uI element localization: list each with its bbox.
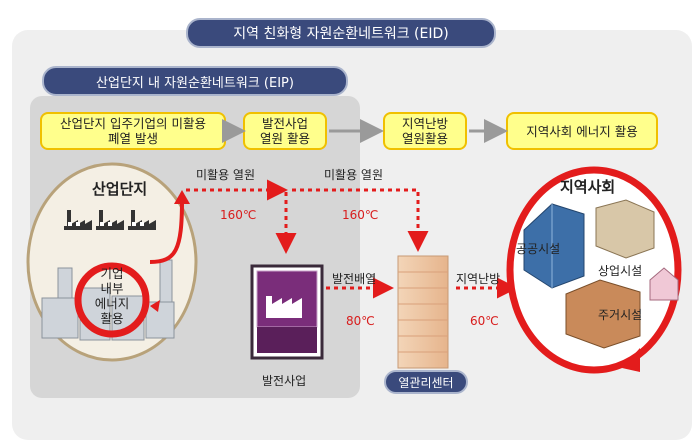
power-plant-icon <box>250 264 324 360</box>
step-district-heat: 지역난방 열원활용 <box>383 112 467 150</box>
community-illustration <box>506 166 682 374</box>
internal-energy-label: 기업 내부 에너지 활용 <box>94 266 130 326</box>
step-community-energy: 지역사회 에너지 활용 <box>506 112 658 150</box>
unused-heat-arrow <box>149 199 184 264</box>
community-title: 지역사회 <box>560 178 616 196</box>
step-waste-heat-text: 산업단지 입주기업의 미활용 폐열 발생 <box>60 116 206 146</box>
residential-facility-label: 주거시설 <box>598 308 643 322</box>
heat-center-label: 열관리센터 <box>384 370 468 394</box>
commercial-facility-label: 상업시설 <box>598 264 643 278</box>
heat-center-building <box>397 255 449 369</box>
eid-title: 지역 친화형 자원순환네트워크 (EID) <box>186 18 496 48</box>
unused-heat-label-1: 미활용 열원 <box>196 168 256 182</box>
step-district-heat-text: 지역난방 열원활용 <box>401 116 448 146</box>
industrial-complex-title: 산업단지 <box>92 180 148 198</box>
eip-title: 산업단지 내 자원순환네트워크 (EIP) <box>42 66 348 96</box>
step-power-heat: 발전사업 열원 활용 <box>243 112 327 150</box>
power-plant-label: 발전사업 <box>262 374 307 388</box>
step-community-energy-text: 지역사회 에너지 활용 <box>526 123 638 139</box>
step-waste-heat: 산업단지 입주기업의 미활용 폐열 발생 <box>40 112 226 150</box>
temp-label-3: 80℃ <box>346 314 375 328</box>
public-facility-label: 공공시설 <box>516 242 561 256</box>
temp-label-2: 160℃ <box>342 208 379 222</box>
temp-label-4: 60℃ <box>470 314 499 328</box>
industrial-complex-illustration <box>26 162 198 362</box>
unused-heat-label-2: 미활용 열원 <box>324 168 384 182</box>
temp-label-1: 160℃ <box>220 208 257 222</box>
district-heating-label: 지역난방 <box>456 272 501 286</box>
step-power-heat-text: 발전사업 열원 활용 <box>260 116 310 146</box>
internal-loop <box>74 262 150 338</box>
waste-heat-label: 발전배열 <box>332 272 377 286</box>
